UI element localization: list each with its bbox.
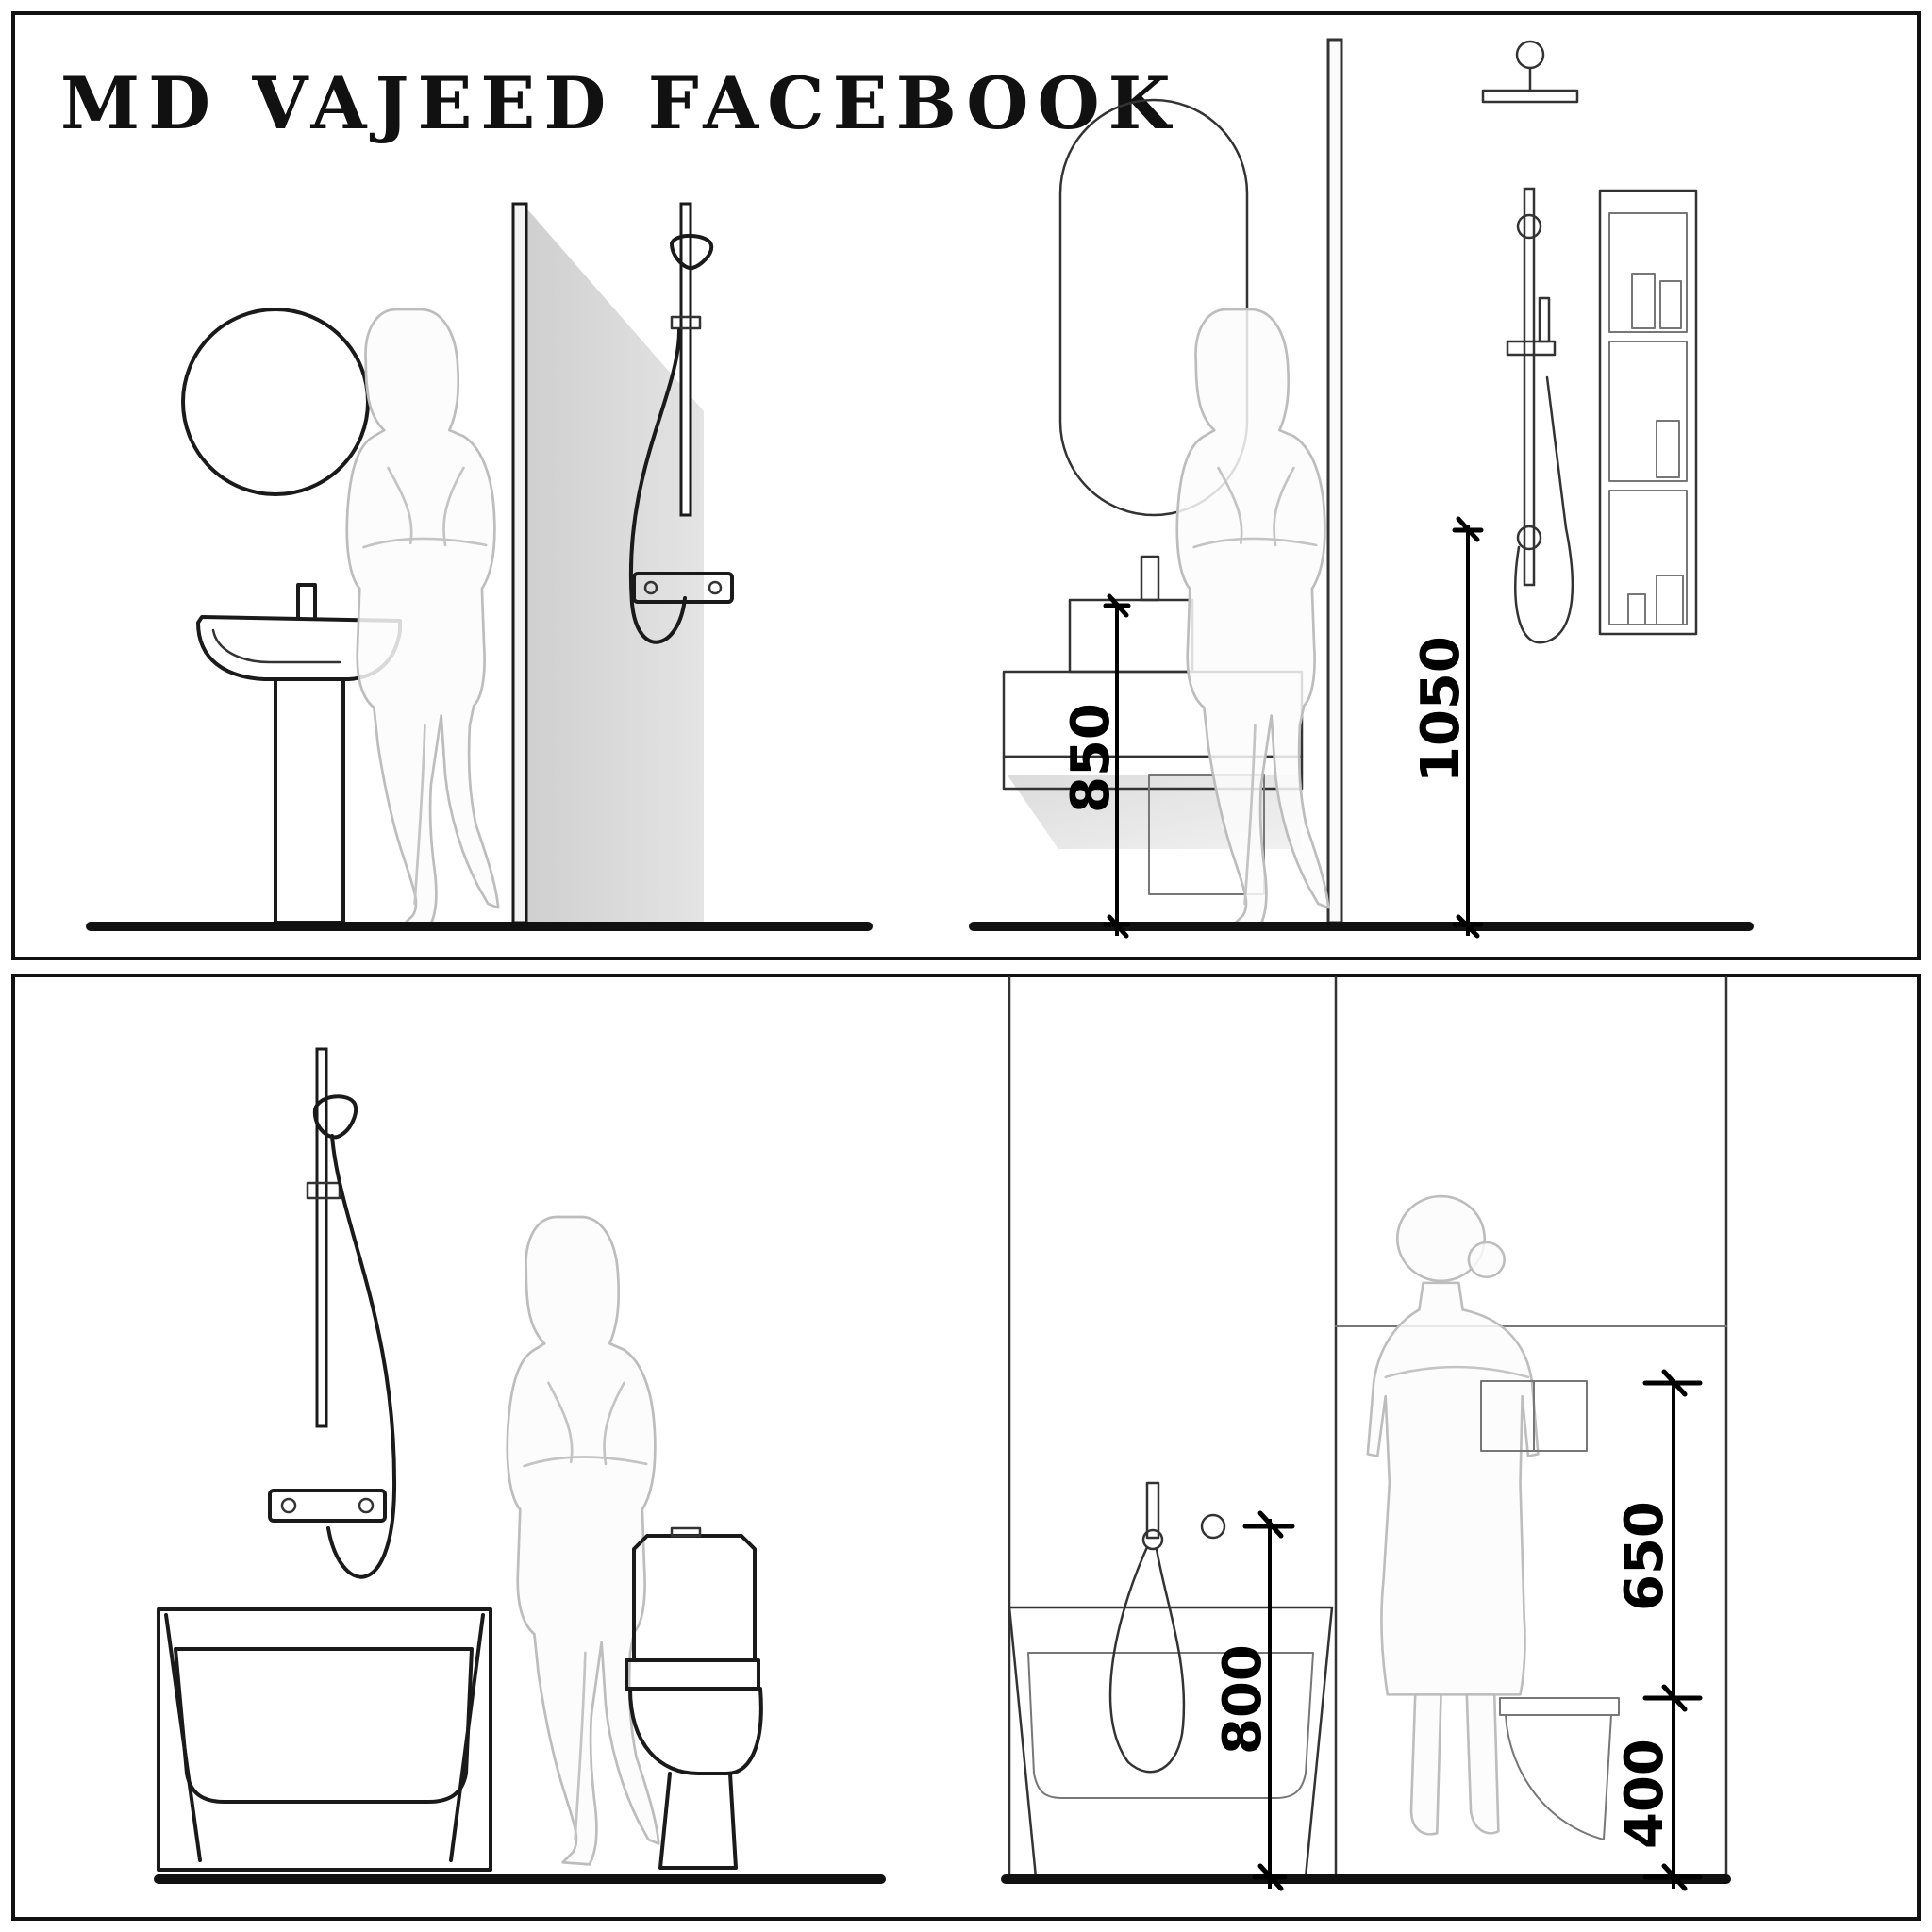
shower-rail-set bbox=[268, 1047, 397, 1579]
oval-mirror bbox=[1058, 98, 1249, 517]
hand-towel bbox=[1148, 774, 1265, 895]
shower-panel-shadow bbox=[523, 204, 704, 923]
glass-partition bbox=[511, 202, 528, 924]
shower-rail-set bbox=[628, 202, 734, 644]
scene-bidet-wall-toilet bbox=[1001, 975, 1731, 1884]
dimension-label-850: 850 bbox=[1060, 703, 1122, 813]
top-panel-frame bbox=[11, 11, 1921, 960]
close-coupled-toilet bbox=[625, 1526, 763, 1870]
freestanding-bathtub bbox=[157, 1607, 492, 1872]
dimension-800: 800 bbox=[1212, 1510, 1295, 1891]
round-mirror bbox=[181, 308, 370, 496]
woman-figure-back bbox=[1366, 1194, 1540, 1836]
scene-vanity-shower bbox=[969, 38, 1754, 931]
dimension-850: 850 bbox=[1060, 593, 1131, 939]
dimension-label-1050: 1050 bbox=[1410, 636, 1472, 783]
woman-figure bbox=[345, 308, 500, 929]
woman-figure bbox=[506, 1215, 660, 1866]
wall-hung-toilet bbox=[1480, 1380, 1620, 1840]
basin-tap bbox=[1140, 555, 1160, 602]
scene-pedestal-basin bbox=[86, 202, 873, 931]
dimension-1050: 1050 bbox=[1410, 516, 1484, 939]
bottom-panel-frame bbox=[11, 974, 1921, 1921]
dimension-label-650: 650 bbox=[1614, 1501, 1675, 1611]
hand-shower-icon bbox=[670, 234, 714, 271]
hand-shower-icon bbox=[1516, 525, 1542, 551]
bathtub bbox=[1008, 1606, 1334, 1879]
scene-bathtub-toilet bbox=[154, 1047, 886, 1884]
dimension-label-800: 800 bbox=[1212, 1644, 1274, 1755]
vessel-basin bbox=[1068, 598, 1194, 674]
thermostatic-mixer bbox=[1506, 340, 1557, 357]
page-title: MD VAJEED FACEBOOK bbox=[60, 61, 1179, 145]
thermostatic-mixer bbox=[632, 572, 734, 604]
glass-partition bbox=[1326, 38, 1343, 924]
thermostatic-mixer bbox=[268, 1489, 387, 1523]
ceiling-shower bbox=[1481, 40, 1579, 104]
hand-shower-icon bbox=[312, 1094, 358, 1140]
shower-rail-set bbox=[1506, 187, 1574, 644]
shower-niche-shelf bbox=[1598, 189, 1698, 636]
bidet-spray bbox=[1108, 1481, 1226, 1774]
dimension-650-400: 650 400 bbox=[1614, 1369, 1703, 1891]
dimension-label-400: 400 bbox=[1614, 1739, 1675, 1849]
